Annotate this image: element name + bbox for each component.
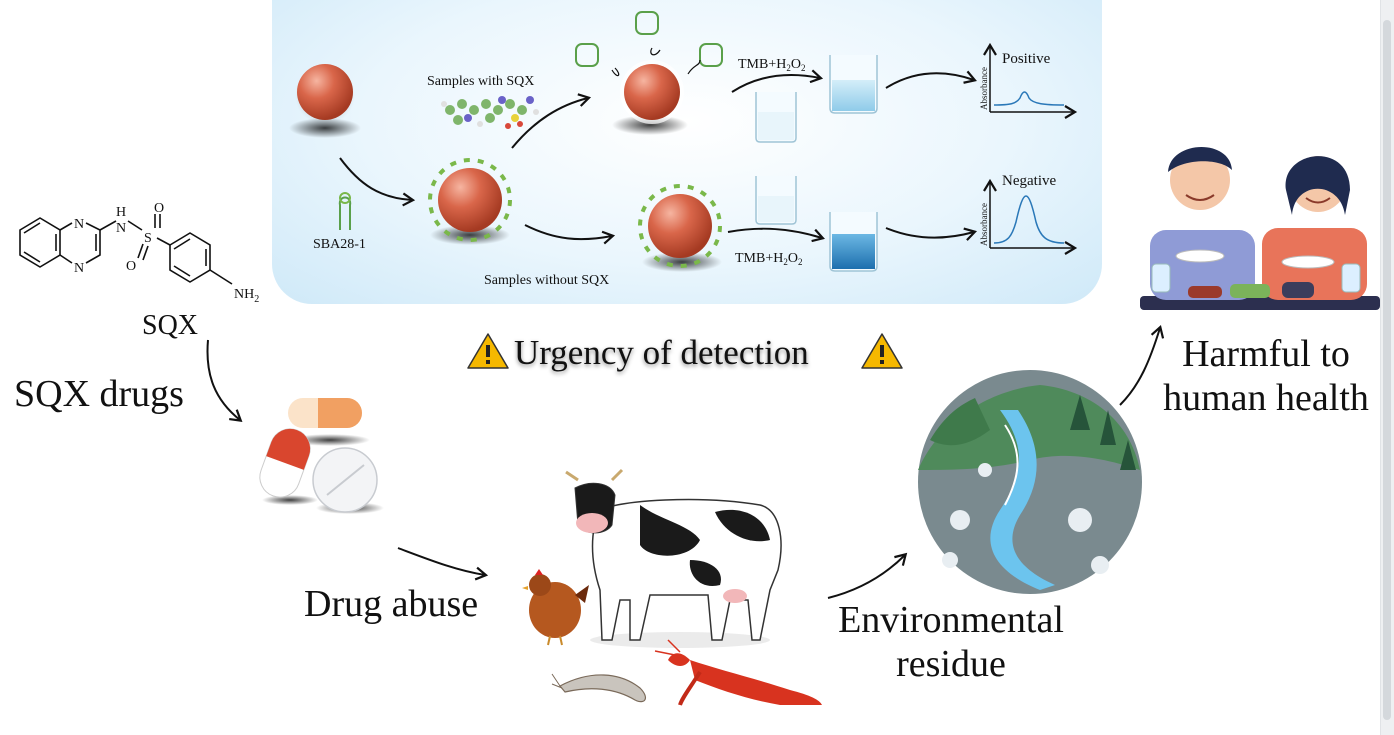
shrimp-icon [551, 673, 647, 703]
urgency-title: Urgency of detection [514, 333, 809, 372]
beaker-empty-top [755, 92, 797, 143]
negative-label: Negative [1002, 173, 1056, 189]
arrow-without-sqx [524, 224, 616, 245]
nanoparticle-released [612, 60, 688, 135]
people-eating-icon [1140, 146, 1380, 310]
sqx-molecule-model [441, 96, 539, 129]
samples-with-label: Samples with SQX [427, 74, 534, 89]
atom-o: O [126, 259, 136, 274]
beaker-dark-blue [829, 212, 878, 272]
sqx-drugs-label: SQX drugs [14, 373, 184, 415]
residue-line: residue [896, 643, 1006, 685]
harmful-line: Harmful to [1182, 333, 1350, 375]
reagent-top-label: TMB+H2O2 [738, 57, 805, 73]
arrow-abuse-to-environment [827, 552, 908, 599]
atom-nh2: NH2 [234, 287, 259, 305]
environmental-residue-label: Environmental residue [826, 598, 1076, 686]
warning-icon [467, 333, 509, 369]
warning-icon [861, 333, 903, 369]
aptamer-label: SBA28-1 [313, 237, 366, 252]
arrow-to-positive [885, 70, 977, 89]
arrow-assay-1 [339, 157, 416, 207]
atom-h: H [116, 205, 126, 220]
positive-ylabel: Absorbance [979, 67, 989, 110]
crayfish-icon [654, 639, 822, 706]
arrow-to-negative [885, 227, 978, 241]
nanoparticle-bare [289, 64, 361, 138]
cow-icon [565, 468, 782, 648]
positive-label: Positive [1002, 51, 1051, 67]
arrow-with-sqx [511, 93, 592, 149]
samples-without-label: Samples without SQX [484, 273, 609, 288]
drug-abuse-label: Drug abuse [304, 583, 479, 625]
arrow-reagent-top [731, 69, 824, 93]
beaker-empty-bottom [755, 176, 797, 225]
arrow-drugs-to-abuse [397, 547, 489, 581]
sqx-structure [19, 214, 233, 285]
scrollbar-thumb[interactable] [1383, 20, 1391, 720]
arrow-environment-to-health [1119, 325, 1165, 406]
positive-absorbance-plot [983, 42, 1078, 119]
released-aptamer-complexes [575, 11, 723, 77]
aptamer-icon [338, 192, 352, 230]
atom-n: N [74, 217, 84, 232]
harmful-label: Harmful to human health [1152, 332, 1380, 420]
atom-o: O [154, 201, 164, 216]
atom-n: N [74, 261, 84, 276]
negative-ylabel: Absorbance [979, 203, 989, 246]
reagent-bottom-label: TMB+H2O2 [735, 251, 802, 267]
arrow-reagent-bottom [727, 227, 825, 243]
nanoparticle-with-aptamers [428, 158, 512, 245]
sqx-atom-labels: N N H N S O O NH2 [74, 201, 259, 305]
nanoparticle-intact [638, 184, 722, 272]
pills-icon [259, 398, 384, 514]
atom-n: N [116, 221, 126, 236]
beaker-light-blue [829, 55, 878, 114]
chicken-icon [522, 569, 589, 646]
atom-s: S [144, 231, 152, 246]
human-health-line: human health [1163, 377, 1369, 419]
sqx-label: SQX [142, 310, 198, 341]
environmental-line: Environmental [838, 599, 1064, 641]
environment-globe-icon [918, 370, 1142, 594]
negative-absorbance-plot [983, 178, 1078, 255]
arrow-sqx-to-drugs [206, 339, 243, 422]
